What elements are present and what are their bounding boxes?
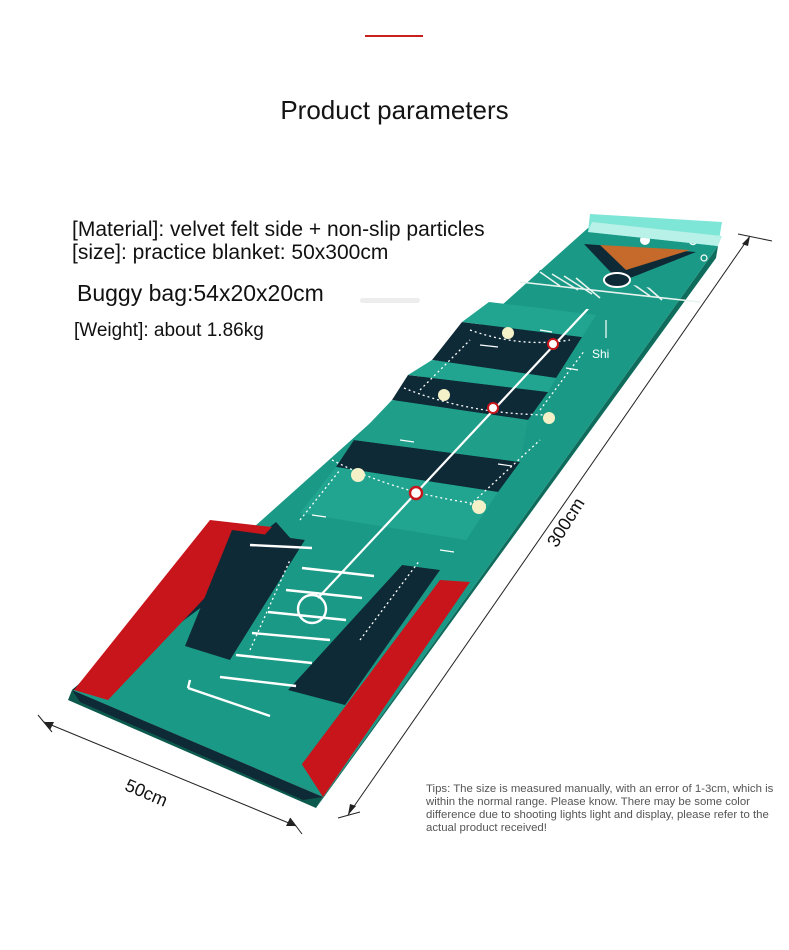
spec-material: [Material]: velvet felt side + non-slip … bbox=[72, 218, 485, 241]
mat-stripe bbox=[354, 400, 528, 462]
mat-dark-block-left bbox=[185, 530, 305, 660]
tips-text: Tips: The size is measured manually, wit… bbox=[426, 783, 774, 834]
cup-fan-orange bbox=[600, 245, 690, 270]
spec-size: [size]: practice blanket: 50x300cm bbox=[72, 241, 389, 264]
width-arrow-right bbox=[286, 818, 296, 826]
tick-marks bbox=[311, 320, 607, 553]
spec-buggy-bag: Buggy bag:54x20x20cm bbox=[77, 280, 324, 306]
dimension-line-length bbox=[337, 233, 773, 819]
hatch-zone bbox=[520, 270, 610, 312]
title-accent-line bbox=[365, 35, 423, 37]
return-ramp-front bbox=[588, 222, 722, 246]
target-dots bbox=[351, 327, 559, 514]
mat-stripe bbox=[462, 302, 596, 337]
width-arrow-left bbox=[44, 722, 54, 730]
cup-marker bbox=[700, 254, 708, 262]
decorative-shadow bbox=[360, 298, 420, 303]
mat-start-area bbox=[230, 540, 402, 690]
mat-band bbox=[336, 440, 520, 492]
mat-brand-text: Shi bbox=[592, 347, 609, 361]
start-circle bbox=[296, 593, 328, 625]
mat-red-right-strip bbox=[290, 580, 470, 797]
mat-stripe bbox=[300, 467, 498, 540]
mat-side-edge bbox=[316, 246, 718, 808]
mat-dark-bottom bbox=[72, 690, 323, 800]
aim-dotted-lines bbox=[249, 329, 586, 651]
page-title: Product parameters bbox=[280, 95, 509, 125]
mat-band bbox=[432, 322, 582, 378]
length-arrow-bottom bbox=[348, 804, 356, 815]
cup-hole bbox=[603, 272, 631, 288]
mat-band bbox=[392, 375, 548, 420]
spec-weight: [Weight]: about 1.86kg bbox=[74, 320, 264, 341]
length-arrow-top bbox=[742, 236, 750, 246]
start-lines bbox=[186, 543, 375, 718]
mat-bottom-green bbox=[108, 700, 323, 797]
